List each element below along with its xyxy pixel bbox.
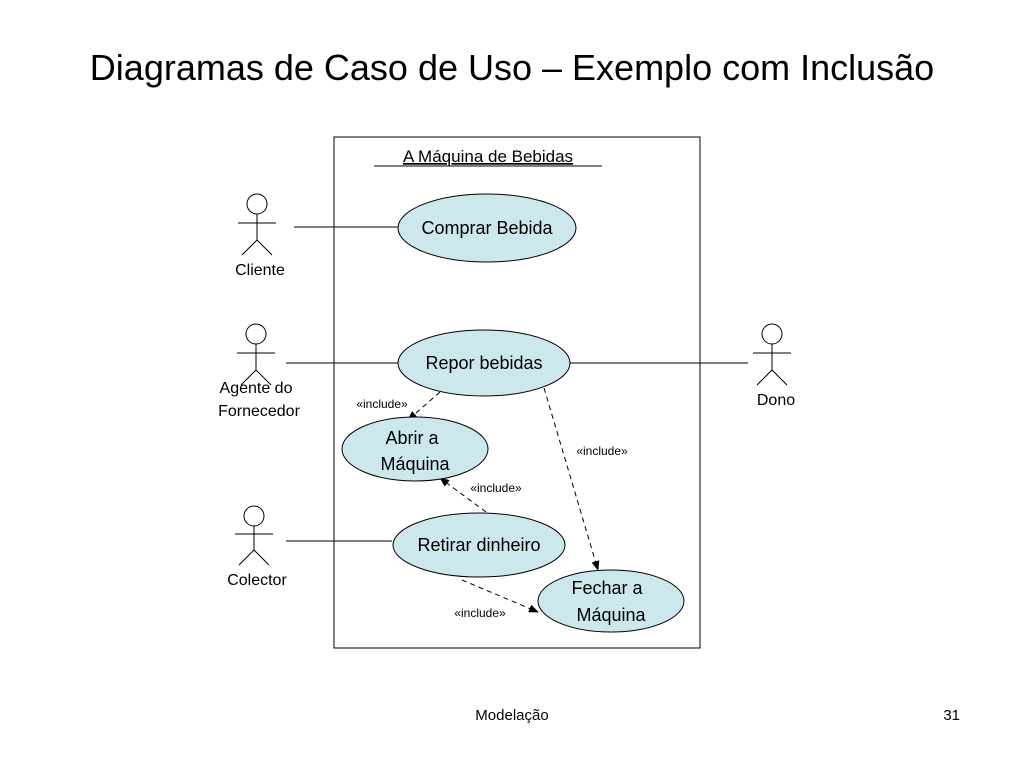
slide-title: Diagramas de Caso de Uso – Exemplo com I…: [89, 47, 935, 88]
include-label-repor-abrir: «include»: [356, 397, 408, 411]
actor-head: [243, 505, 265, 527]
use-case-retirar-label: Retirar dinheiro: [417, 535, 540, 555]
actor-colector[interactable]: [235, 505, 273, 566]
actor-fornecedor[interactable]: [237, 323, 275, 386]
actor-fornecedor-label-line1: Agente do: [220, 380, 293, 397]
include-label-retirar-fechar: «include»: [454, 606, 506, 620]
use-case-repor-bebidas[interactable]: Repor bebidas: [397, 329, 571, 397]
include-repor-fechar: [543, 387, 600, 571]
use-case-abrir-maquina[interactable]: Abrir a Máquina: [341, 416, 489, 482]
system-name: A Máquina de Bebidas: [403, 147, 573, 166]
include-retirar-fechar: [461, 579, 539, 613]
use-case-repor-label: Repor bebidas: [425, 353, 542, 373]
footer-text: Modelação: [475, 707, 549, 724]
include-retirar-abrir: [439, 477, 487, 513]
system-boundary: [333, 136, 701, 649]
page-number: 31: [943, 707, 960, 724]
actor-cliente[interactable]: [238, 193, 276, 256]
use-case-retirar-dinheiro[interactable]: Retirar dinheiro: [392, 512, 566, 578]
include-label-repor-fechar: «include»: [576, 444, 628, 458]
include-repor-abrir: [407, 391, 441, 421]
use-case-abrir-label-line1: Abrir a: [385, 428, 439, 448]
actor-head: [245, 323, 267, 345]
actor-colector-label: Colector: [227, 572, 287, 589]
actor-head: [246, 193, 268, 215]
actor-dono-label: Dono: [757, 392, 795, 409]
use-case-fechar-label-line1: Fechar a: [571, 578, 643, 598]
actor-cliente-label: Cliente: [235, 262, 285, 279]
actor-head: [761, 323, 783, 345]
use-case-fechar-label-line2: Máquina: [576, 605, 646, 625]
actor-fornecedor-label-line2: Fornecedor: [218, 403, 300, 420]
use-case-comprar-bebida[interactable]: Comprar Bebida: [397, 193, 577, 263]
use-case-abrir-label-line2: Máquina: [380, 454, 450, 474]
use-case-comprar-label: Comprar Bebida: [421, 218, 553, 238]
use-case-fechar-maquina[interactable]: Fechar a Máquina: [537, 569, 685, 633]
actor-dono[interactable]: [753, 323, 791, 386]
include-label-retirar-abrir: «include»: [470, 481, 522, 495]
